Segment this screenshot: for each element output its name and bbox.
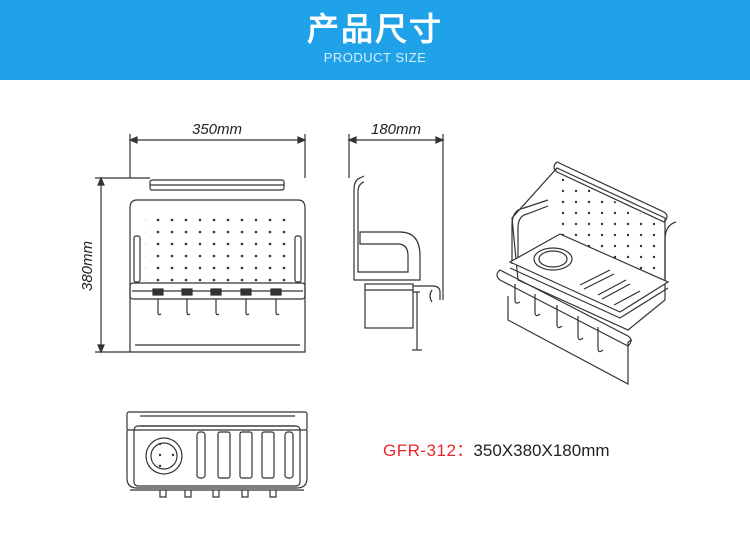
height-dimension-label: 380mm bbox=[79, 241, 96, 291]
width-dimension-label: 350mm bbox=[192, 121, 242, 138]
isometric-view-drawing bbox=[496, 161, 677, 385]
front-view-drawing bbox=[95, 134, 307, 354]
header-banner: 产品尺寸 PRODUCT SIZE bbox=[0, 0, 750, 80]
product-size: 350X380X180mm bbox=[473, 441, 610, 460]
section-title: 产品尺寸 bbox=[306, 10, 443, 48]
top-view-drawing bbox=[126, 411, 308, 498]
product-spec-line: GFR-312：350X380X180mm bbox=[383, 436, 610, 461]
section-subtitle: PRODUCT SIZE bbox=[323, 50, 427, 65]
side-view-drawing bbox=[347, 134, 445, 351]
depth-dimension-label: 180mm bbox=[371, 121, 421, 138]
technical-drawings: 350mm 380mm 180mm bbox=[79, 121, 677, 498]
model-number: GFR-312 bbox=[383, 441, 457, 460]
spec-separator: ： bbox=[456, 441, 474, 460]
